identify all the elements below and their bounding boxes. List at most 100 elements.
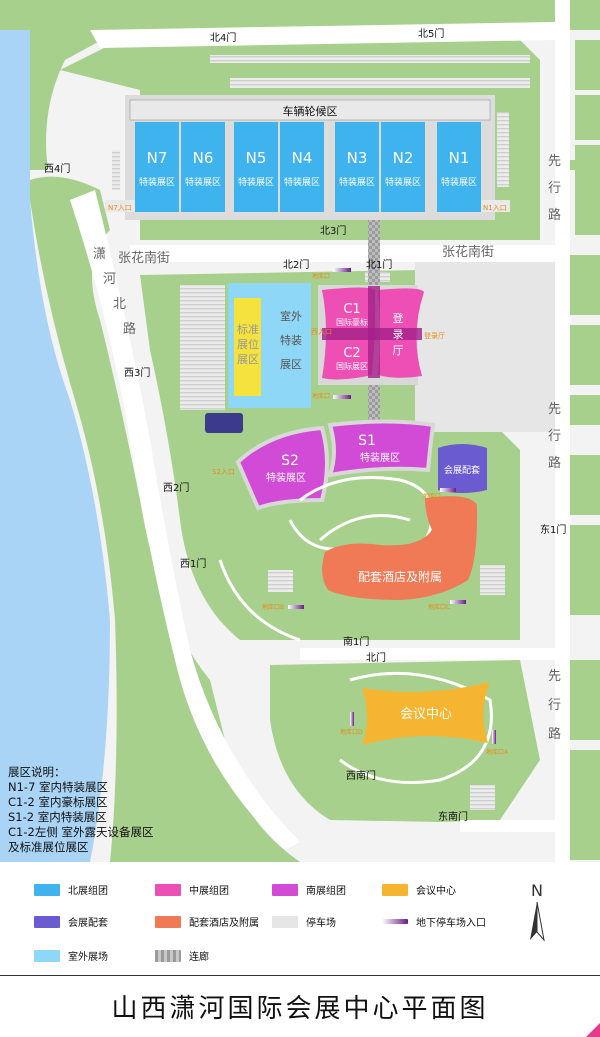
legend-item-garage: 地下停车场入口: [382, 914, 486, 929]
legend-swatch-hotel: [155, 915, 181, 928]
gate-w3-label: 西3门: [124, 366, 150, 379]
legend-swatch-south: [272, 883, 298, 896]
hotel-complex: [322, 496, 478, 600]
zone-notes: 展区说明： N1-7 室内特装展区 C1-2 室内豪标展区 S1-2 室内特装展…: [8, 765, 153, 855]
legend-swatch-central: [155, 883, 181, 896]
garage-b-label: 地库口B: [262, 603, 284, 611]
s2-entrance-label: S2入口: [212, 468, 235, 476]
outdoor-line-1: 室外: [280, 309, 302, 323]
hall-n3-name: N3: [347, 149, 368, 167]
legend-item-north: 北展组团: [34, 882, 108, 897]
standard-booth-area: [234, 298, 261, 396]
page-title-bar: 山西潇河国际会展中心平面图: [0, 975, 600, 1036]
legend-swatch-garage: [382, 919, 408, 924]
hall-n1-sub: 特装展区: [441, 176, 477, 188]
road-xianxing-8: 行: [548, 698, 561, 713]
legend-swatch-support: [34, 915, 60, 928]
notes-line-5: C1-2左侧 室外露天设备展区: [8, 825, 154, 839]
conference-center: [362, 682, 490, 745]
legend-item-corridor: 连廊: [155, 948, 209, 963]
garage-a-label: 地库口A: [486, 748, 509, 756]
road-xiaohe-1: 潇: [93, 247, 106, 262]
road-xiaohe-4: 路: [123, 321, 136, 337]
north-halls: [135, 122, 481, 212]
notes-line-6: 及标准展位展区: [8, 840, 89, 854]
n7-entrance-label: N7入口: [108, 204, 132, 212]
parking-lots: [112, 55, 555, 810]
road-zhanghua-label-east: 张花南街: [442, 244, 494, 260]
standard-booth-line-3: 展区: [237, 353, 259, 366]
hall-n3-sub: 特装展区: [339, 176, 375, 188]
support-block: [205, 413, 243, 433]
legend-swatch-parking: [272, 915, 298, 928]
s2-hall: [235, 425, 329, 511]
s2-label: S2: [281, 453, 299, 469]
hall-n1-name: N1: [449, 149, 470, 167]
notes-line-3: C1-2 室内豪标展区: [8, 795, 108, 809]
hall-n2-name: N2: [393, 149, 414, 167]
hall-n6-sub: 特装展区: [185, 176, 221, 188]
hall-n5[interactable]: [234, 122, 278, 212]
notes-line-2: N1-7 室内特装展区: [8, 780, 109, 794]
road-xianxing-6: 路: [548, 455, 561, 471]
hall-n7[interactable]: [135, 122, 179, 212]
legend-item-support: 会展配套: [34, 914, 108, 929]
conference-label: 会议中心: [400, 707, 452, 722]
legend-item-parking: 停车场: [272, 914, 336, 929]
hall-n2-sub: 特装展区: [385, 176, 421, 188]
road-xianxing-5: 行: [548, 429, 561, 444]
standard-booth-line-2: 展位: [237, 337, 259, 351]
road-xianxing-9: 路: [548, 726, 561, 742]
legend-item-south: 南展组团: [272, 882, 346, 897]
legend-swatch-corridor: [155, 949, 181, 962]
central-cross-vertical: [368, 286, 380, 378]
road-xianxing-3: 路: [548, 207, 561, 223]
hall-n3[interactable]: [335, 122, 379, 212]
legend-item-central: 中展组团: [155, 882, 229, 897]
legend-swatch-outdoor: [34, 949, 60, 962]
central-garage-north-label: 地库口: [312, 272, 330, 280]
s1-sub-label: 特装展区: [360, 451, 400, 464]
gate-n5-label: 北5门: [418, 27, 444, 40]
hall-n4-sub: 特装展区: [284, 176, 320, 188]
gate-n4-label: 北4门: [210, 31, 236, 44]
river: [0, 0, 110, 862]
c1-label: C1: [343, 302, 360, 317]
gate-w4-label: 西4门: [44, 162, 70, 175]
gate-n3-label: 北3门: [320, 224, 346, 237]
gate-s1-label: 南1门: [343, 635, 369, 648]
legend-item-conference: 会议中心: [382, 882, 456, 897]
s1-hall: [326, 419, 436, 478]
garage-entrances: [288, 268, 496, 744]
corner-accent: [586, 1023, 600, 1037]
hotel-label: 配套酒店及附属: [358, 570, 442, 584]
legend: 北展组团 中展组团 南展组团 会议中心 会展配套 配套酒店及附属 停车场 地下停…: [0, 862, 600, 975]
gate-n2-label: 北2门: [283, 258, 309, 271]
hall-n4-name: N4: [292, 149, 313, 167]
waiting-area-label: 车辆轮候区: [283, 104, 338, 118]
compass-label: N: [531, 881, 543, 900]
hall-n1[interactable]: [437, 122, 481, 212]
hall-n5-name: N5: [246, 149, 267, 167]
compass-north-icon: N: [530, 881, 545, 942]
s2-sub-label: 特装展区: [266, 471, 306, 484]
lobby-char-3: 厅: [393, 344, 404, 357]
legend-item-outdoor: 室外展场: [34, 948, 108, 963]
hall-n4[interactable]: [280, 122, 324, 212]
site-map: 北4门 北5门 西4门 北3门 北2门 北1门 西3门 西2门 东1门 西1门 …: [0, 0, 600, 862]
hall-n5-sub: 特装展区: [238, 176, 274, 188]
outdoor-line-2: 特装: [280, 333, 302, 347]
road-xianxing-4: 先: [548, 402, 561, 417]
road-xianxing-1: 先: [548, 154, 561, 169]
garage-d-label: 地库口D: [340, 728, 363, 736]
gate-n1-label: 北1门: [366, 258, 392, 271]
hall-n6[interactable]: [181, 122, 225, 212]
standard-booth-line-1: 标准: [237, 322, 259, 336]
legend-swatch-conference: [382, 883, 408, 896]
road-xiaohe-3: 北: [113, 297, 126, 312]
gate-bei-label: 北门: [366, 651, 386, 664]
road-xiaohe-2: 河: [103, 272, 116, 287]
n1-entrance-label: N1入口: [483, 204, 507, 212]
c2-label: C2: [343, 346, 360, 361]
hall-n2[interactable]: [381, 122, 425, 212]
